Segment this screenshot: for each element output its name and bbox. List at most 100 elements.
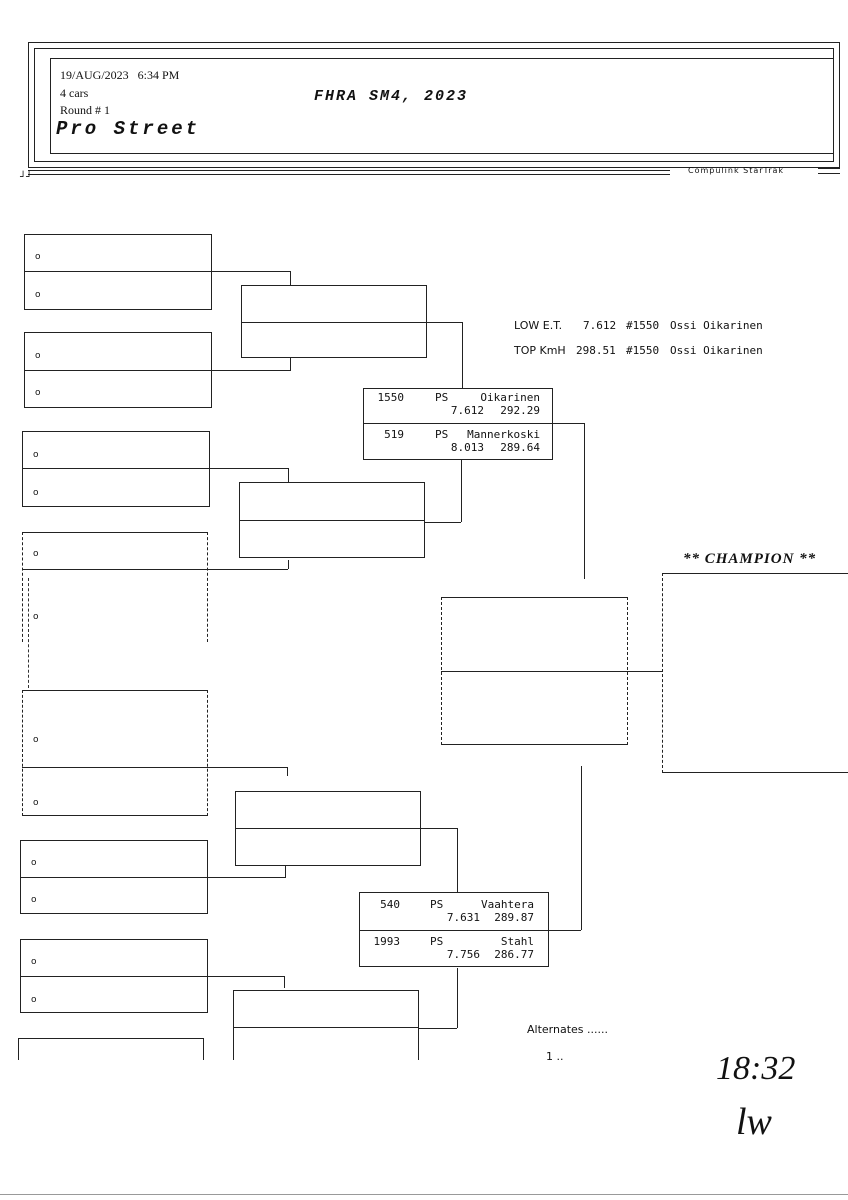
round2-box4-divider <box>233 1027 419 1028</box>
header-frame-core <box>50 58 834 154</box>
entry-marker: o <box>33 549 39 559</box>
connector <box>462 322 463 388</box>
semi-top-lane1-speed: 292.29 <box>500 404 540 417</box>
connector <box>457 968 458 1028</box>
connector <box>285 866 286 877</box>
class-name: Pro Street <box>56 118 201 140</box>
final-divider <box>441 671 628 672</box>
round2-box1-divider <box>241 322 427 323</box>
entry-marker: o <box>35 388 41 398</box>
semi-bottom-lane1-et: 7.631 <box>446 911 480 924</box>
top-kmh-value: 298.51 <box>576 344 616 357</box>
connector <box>284 976 285 988</box>
round1-pair1-divider <box>24 271 212 272</box>
entry-marker: o <box>33 735 39 745</box>
round1-pair5 <box>22 690 208 816</box>
round1-pair5-divider <box>22 767 208 768</box>
software-credit: Compulink StarTrak <box>688 166 785 175</box>
semi-top-divider <box>363 423 553 424</box>
semi-top-lane2-name: Mannerkoski <box>467 428 540 441</box>
connector <box>427 322 462 323</box>
top-kmh-driver: Ossi Oikarinen <box>670 344 763 357</box>
round1-pair1 <box>24 234 212 310</box>
event-title: FHRA SM4, 2023 <box>314 88 469 105</box>
round2-box1 <box>241 285 427 358</box>
champion-box <box>662 573 848 773</box>
header-corner-mark: ┘┘ <box>20 172 33 183</box>
semi-top-lane2-class: PS <box>435 428 449 441</box>
semi-bottom-lane1-name: Vaahtera <box>481 898 534 911</box>
connector <box>288 468 289 482</box>
round2-box4 <box>233 990 419 1060</box>
handwritten-time: 18:32 <box>716 1050 796 1087</box>
semi-bottom-lane2-speed: 286.77 <box>494 948 534 961</box>
round2-box2-divider <box>239 520 425 521</box>
entry-marker: o <box>33 450 39 460</box>
connector <box>208 569 288 570</box>
alternates-label: Alternates ...... <box>527 1023 608 1036</box>
semi-bottom-divider <box>359 930 549 931</box>
header-rule-2 <box>28 174 670 175</box>
semi-top-lane1-name: Oikarinen <box>480 391 540 404</box>
connector <box>425 522 461 523</box>
round2-box3-divider <box>235 828 421 829</box>
bracket-dashed-edge <box>28 578 29 688</box>
semi-top-lane2-number: 519 <box>384 428 404 441</box>
entry-marker: o <box>33 798 39 808</box>
semi-bottom-lane1-speed: 289.87 <box>494 911 534 924</box>
semi-bottom-box <box>359 892 549 967</box>
connector <box>212 370 291 371</box>
semi-top-lane1-number: 1550 <box>377 391 405 404</box>
semi-bottom-lane2-number: 1993 <box>373 935 401 948</box>
handwritten-initials: lw <box>736 1101 772 1143</box>
header-rule-4 <box>818 173 840 174</box>
round1-pair3 <box>22 431 210 507</box>
semi-top-lane1-class: PS <box>435 391 449 404</box>
round1-pair4-divider <box>22 569 208 570</box>
semi-bottom-lane1-class: PS <box>430 898 444 911</box>
low-et-value: 7.612 <box>583 319 617 332</box>
connector <box>290 271 291 285</box>
connector <box>553 423 585 424</box>
round1-pair7-divider <box>20 976 208 977</box>
alternates-first: 1 .. <box>546 1050 564 1063</box>
entry-marker: o <box>33 612 39 622</box>
round1-pair8 <box>18 1038 204 1060</box>
connector <box>628 671 662 672</box>
round1-pair6-divider <box>20 877 208 878</box>
champion-label: ** CHAMPION ** <box>683 551 817 567</box>
page-bottom-rule <box>0 1194 848 1195</box>
top-kmh-label: TOP KmH <box>514 344 566 357</box>
connector <box>419 1028 457 1029</box>
low-et-label: LOW E.T. <box>514 319 563 332</box>
connector <box>210 468 289 469</box>
round1-pair2-divider <box>24 370 212 371</box>
connector <box>208 767 288 768</box>
connector <box>581 766 582 930</box>
low-et-driver: Ossi Oikarinen <box>670 319 763 332</box>
connector <box>461 460 462 522</box>
semi-top-lane2-speed: 289.64 <box>500 441 540 454</box>
connector <box>208 877 286 878</box>
entry-marker: o <box>33 488 39 498</box>
header-rule-1 <box>28 170 670 171</box>
semi-top-box <box>363 388 553 460</box>
header-rule-3 <box>818 168 840 169</box>
connector <box>288 560 289 569</box>
header-frame-outer <box>28 42 840 168</box>
entry-marker: o <box>35 290 41 300</box>
connector <box>290 358 291 370</box>
entry-marker: o <box>35 351 41 361</box>
entry-marker: o <box>31 957 37 967</box>
semi-top-lane1-et: 7.612 <box>450 404 484 417</box>
entry-marker: o <box>31 858 37 868</box>
semi-top-lane2-et: 8.013 <box>450 441 484 454</box>
low-et-car: #1550 <box>626 319 660 332</box>
connector <box>212 271 291 272</box>
round1-pair3-divider <box>22 468 210 469</box>
entry-marker: o <box>35 252 41 262</box>
connector <box>457 828 458 892</box>
semi-bottom-lane2-class: PS <box>430 935 444 948</box>
header-car-count: 4 cars <box>60 86 89 100</box>
entry-marker: o <box>31 895 37 905</box>
